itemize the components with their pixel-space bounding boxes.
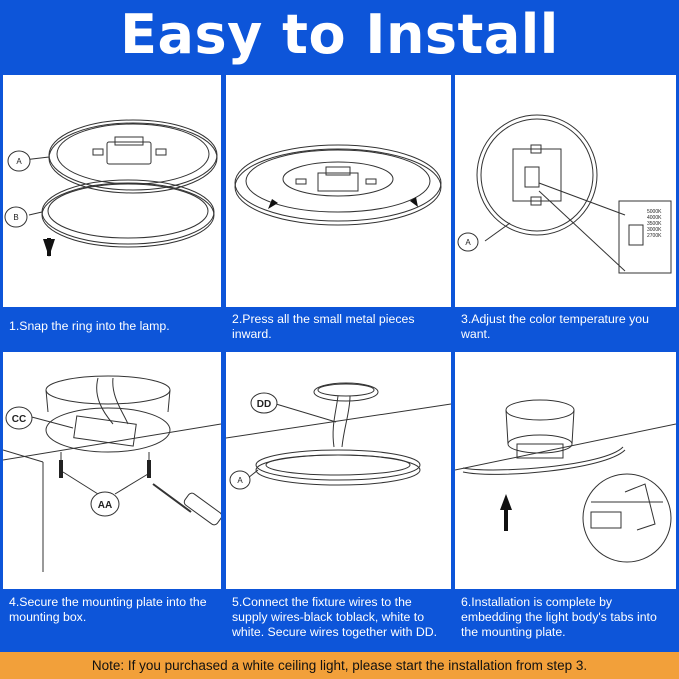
step-6-caption-text: 6.Installation is complete by embedding … <box>461 595 657 639</box>
step-4-panel: CC AA 4.Secure the mounting plate into t… <box>3 352 221 649</box>
label-a: A <box>7 150 31 172</box>
label-a: A <box>457 232 479 252</box>
svg-text:A: A <box>16 157 22 166</box>
svg-text:3500K: 3500K <box>647 221 662 227</box>
screwdriver-icon <box>152 483 221 526</box>
label-cc: CC <box>5 406 33 430</box>
step-4-illustration: CC AA <box>3 375 221 572</box>
svg-text:5000K: 5000K <box>647 209 662 215</box>
step-4-caption: 4.Secure the mounting plate into the mou… <box>3 589 221 649</box>
label-a: A <box>229 470 251 490</box>
step-2-caption: 2.Press all the small metal pieces inwar… <box>226 307 451 347</box>
step-2-illustration <box>234 144 442 226</box>
step-1-caption-text: 1.Snap the ring into the lamp. <box>9 319 170 333</box>
svg-text:A: A <box>465 238 471 247</box>
note-bar: Note: If you purchased a white ceiling l… <box>0 652 679 679</box>
step-6-caption: 6.Installation is complete by embedding … <box>455 589 676 649</box>
label-dd: DD <box>250 392 278 414</box>
step-4-caption-text: 4.Secure the mounting plate into the mou… <box>9 595 207 624</box>
step-5-caption-text: 5.Connect the fixture wires to the suppl… <box>232 595 438 639</box>
svg-text:DD: DD <box>257 399 271 410</box>
svg-text:CC: CC <box>12 414 26 425</box>
step-2-caption-text: 2.Press all the small metal pieces inwar… <box>232 312 415 341</box>
svg-text:A: A <box>237 476 243 485</box>
note-text: Note: If you purchased a white ceiling l… <box>91 658 588 673</box>
svg-text:AA: AA <box>98 500 112 511</box>
svg-text:2700K: 2700K <box>647 233 662 239</box>
step-1-illustration: A B <box>4 119 218 257</box>
step-3-panel: 5000K 4000K 3500K 3000K 2700K A 3.Adjust… <box>455 75 676 347</box>
step-6-illustration <box>455 399 676 563</box>
label-aa: AA <box>90 491 120 517</box>
color-temp-list: 5000K 4000K 3500K 3000K 2700K <box>647 209 662 239</box>
step-3-caption: 3.Adjust the color temperature you want. <box>455 307 676 347</box>
step-2-panel: 2.Press all the small metal pieces inwar… <box>226 75 451 347</box>
step-5-panel: DD A 5.Connect the fixture wires to the … <box>226 352 451 649</box>
label-b: B <box>4 206 28 228</box>
step-3-caption-text: 3.Adjust the color temperature you want. <box>461 312 649 341</box>
step-6-panel: 6.Installation is complete by embedding … <box>455 352 676 649</box>
step-3-illustration: 5000K 4000K 3500K 3000K 2700K A <box>457 114 672 274</box>
page-title: Easy to Install <box>120 3 559 66</box>
step-5-illustration: DD A <box>226 382 451 490</box>
svg-text:B: B <box>13 213 18 222</box>
step-1-panel: A B 1.Snap the ring into the lamp. <box>3 75 221 347</box>
svg-text:4000K: 4000K <box>647 215 662 221</box>
step-1-caption: 1.Snap the ring into the lamp. <box>3 307 221 347</box>
svg-text:3000K: 3000K <box>647 227 662 233</box>
header-banner: Easy to Install <box>0 0 679 72</box>
step-5-caption: 5.Connect the fixture wires to the suppl… <box>226 589 451 649</box>
